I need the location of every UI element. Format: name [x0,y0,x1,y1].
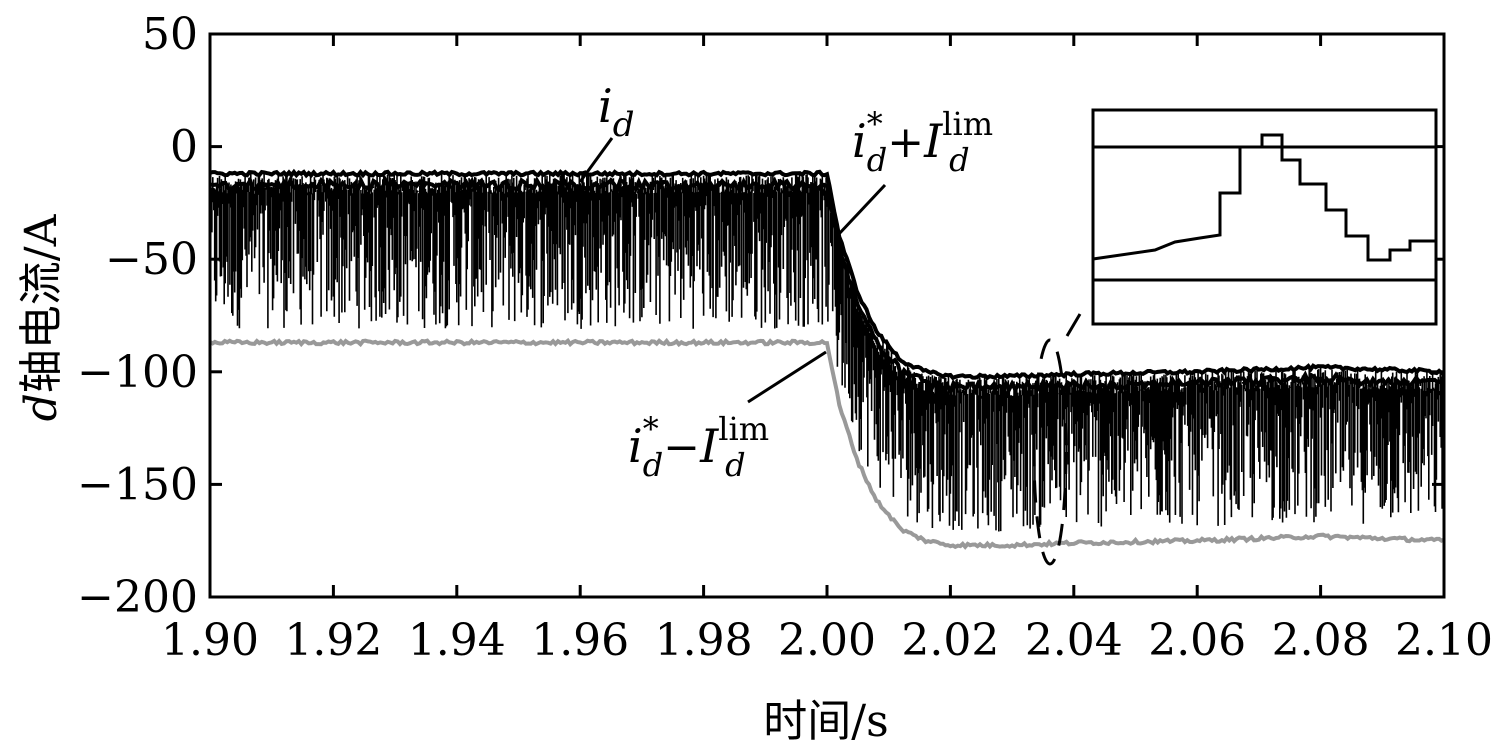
y-axis-title: d轴电流/A [16,213,67,421]
x-tick-label: 2.04 [1025,615,1123,666]
zoom-pointer-line [1065,313,1082,337]
y-axis: 50 0 −50 −100 −150 −200 [77,9,1444,623]
x-tick-label: 1.98 [655,615,753,666]
x-tick-label: 2.02 [901,615,999,666]
series-lower-limit [208,337,1445,550]
x-tick-label: 1.96 [531,615,629,666]
x-tick-label: 2.06 [1148,615,1246,666]
x-axis-title: 时间/s [763,696,888,747]
svg-text:id: id [598,79,634,145]
annotation-id: id [578,79,634,183]
x-axis: 1.90 1.92 1.94 1.96 1.98 2.00 2.02 2.04 2.06 2.08… [161,34,1493,666]
zoom-inset [1091,108,1438,326]
y-tick-label: 50 [142,9,198,60]
x-tick-label: 2.08 [1272,615,1370,666]
x-tick-label: 2.10 [1395,615,1493,666]
y-tick-label: 0 [170,122,198,173]
y-tick-label: −200 [77,572,198,623]
zoom-region-ellipse [1032,338,1068,566]
y-tick-label: −150 [77,459,198,510]
x-tick-label: 1.90 [161,615,259,666]
y-axis-title-italic: d [16,393,67,421]
series-id-top-envelope [209,175,1445,397]
y-axis-title-rest: 轴电流/A [16,213,67,393]
y-tick-label: −50 [105,234,198,285]
x-tick-label: 1.94 [408,615,506,666]
series-lines [208,168,1445,550]
x-tick-label: 1.92 [284,615,382,666]
x-tick-label: 2.00 [778,615,876,666]
series-upper-limit [209,168,1445,381]
y-tick-label: −100 [77,347,198,398]
